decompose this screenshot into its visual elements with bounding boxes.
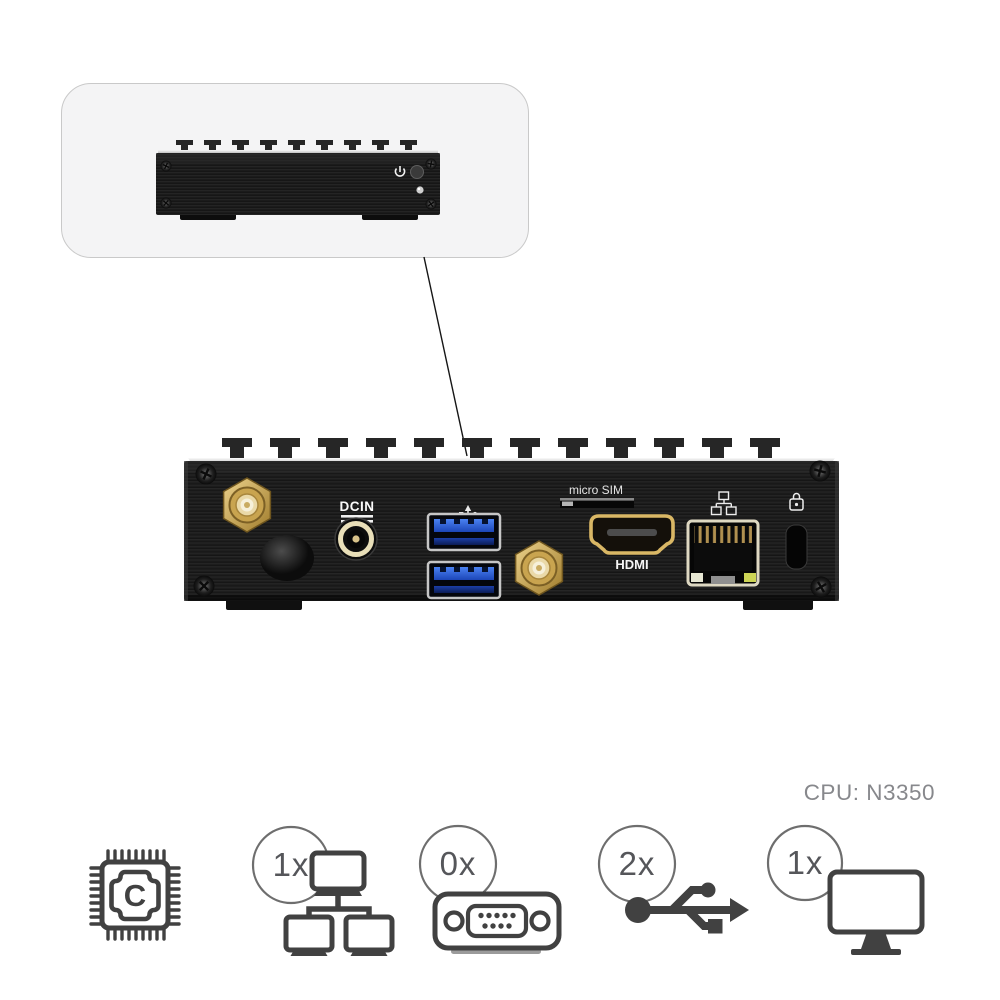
lan-network-icon bbox=[283, 850, 395, 956]
spec-usb: 2x bbox=[597, 824, 749, 934]
ethernet-rj45-port bbox=[686, 519, 760, 587]
micro-sim-slot: micro SIM bbox=[560, 483, 634, 508]
hdmi-label: HDMI bbox=[615, 557, 648, 572]
kensington-lock-slot bbox=[785, 524, 808, 570]
front-body bbox=[156, 153, 440, 215]
dcin-label: DCIN bbox=[340, 499, 375, 514]
rear-corner-screws bbox=[193, 460, 832, 598]
count-label: 1x bbox=[787, 844, 824, 881]
kensington-lock-icon bbox=[789, 492, 804, 511]
count-label: 1x bbox=[273, 846, 310, 883]
usb3-port-2 bbox=[426, 560, 502, 600]
spec-ethernet: 1x bbox=[251, 825, 395, 956]
rear-heatsink-fins bbox=[222, 438, 780, 459]
micro-sim-label: micro SIM bbox=[569, 483, 623, 497]
spec-display: 1x bbox=[766, 824, 925, 955]
cpu-model-label: CPU: N3350 bbox=[803, 780, 935, 805]
dc-in-port: DCIN bbox=[334, 499, 378, 561]
hdmi-port: HDMI bbox=[589, 514, 675, 572]
spec-cpu: C bbox=[89, 849, 181, 941]
power-button bbox=[410, 165, 424, 179]
status-led bbox=[416, 186, 424, 194]
device-rear-view-photo: DCIN bbox=[184, 438, 839, 610]
usb-icon bbox=[625, 882, 749, 934]
monitor-icon bbox=[827, 869, 925, 955]
chip-letter: C bbox=[124, 878, 146, 913]
spec-serial: 0x bbox=[418, 824, 562, 954]
power-icon bbox=[394, 166, 406, 177]
ethernet-icon bbox=[710, 491, 737, 516]
cpu-chip-icon: C bbox=[89, 849, 181, 941]
front-corner-screws bbox=[160, 158, 437, 210]
count-badge bbox=[766, 824, 844, 902]
count-label: 0x bbox=[440, 845, 477, 882]
antenna-hole-plug bbox=[260, 535, 314, 581]
antenna-sma-connector-2 bbox=[514, 540, 564, 596]
front-view-callout bbox=[61, 83, 529, 258]
device-front-view-photo bbox=[156, 140, 440, 220]
front-top-edge bbox=[158, 150, 438, 155]
dc-barrel-jack bbox=[334, 517, 378, 561]
antenna-sma-connector-1 bbox=[222, 477, 272, 533]
rear-panel-body bbox=[184, 461, 839, 601]
serial-db9-icon bbox=[432, 891, 562, 954]
usb3-port-1 bbox=[426, 512, 502, 552]
count-label: 2x bbox=[619, 845, 656, 882]
